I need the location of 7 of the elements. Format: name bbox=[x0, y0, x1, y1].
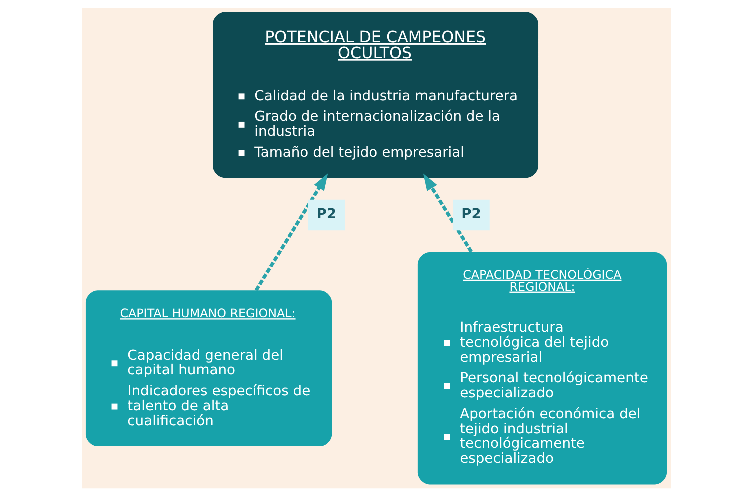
node-box: CAPITAL HUMANO REGIONAL: Capacidad general del capital humano Indicadores específicos de talento de alta cualificación bbox=[86, 290, 332, 446]
node-box: POTENCIAL DE CAMPEONES OCULTOS Calidad de la industria manufacturera Grado de internacionalización de la industria Tamaño del tejido empresarial bbox=[213, 12, 538, 178]
edge-label: P2 bbox=[462, 206, 482, 222]
edge-label: P2 bbox=[316, 206, 337, 222]
arrow bbox=[423, 174, 474, 253]
arrow bbox=[254, 174, 328, 292]
node-box: CAPACIDAD TECNOLÓGICA REGIONAL: Infraestructura tecnológica del tejido empresarial Personal tecnológicamente especializado Aportación económica del tejido industrial tecnológicamente especializado bbox=[418, 252, 668, 485]
